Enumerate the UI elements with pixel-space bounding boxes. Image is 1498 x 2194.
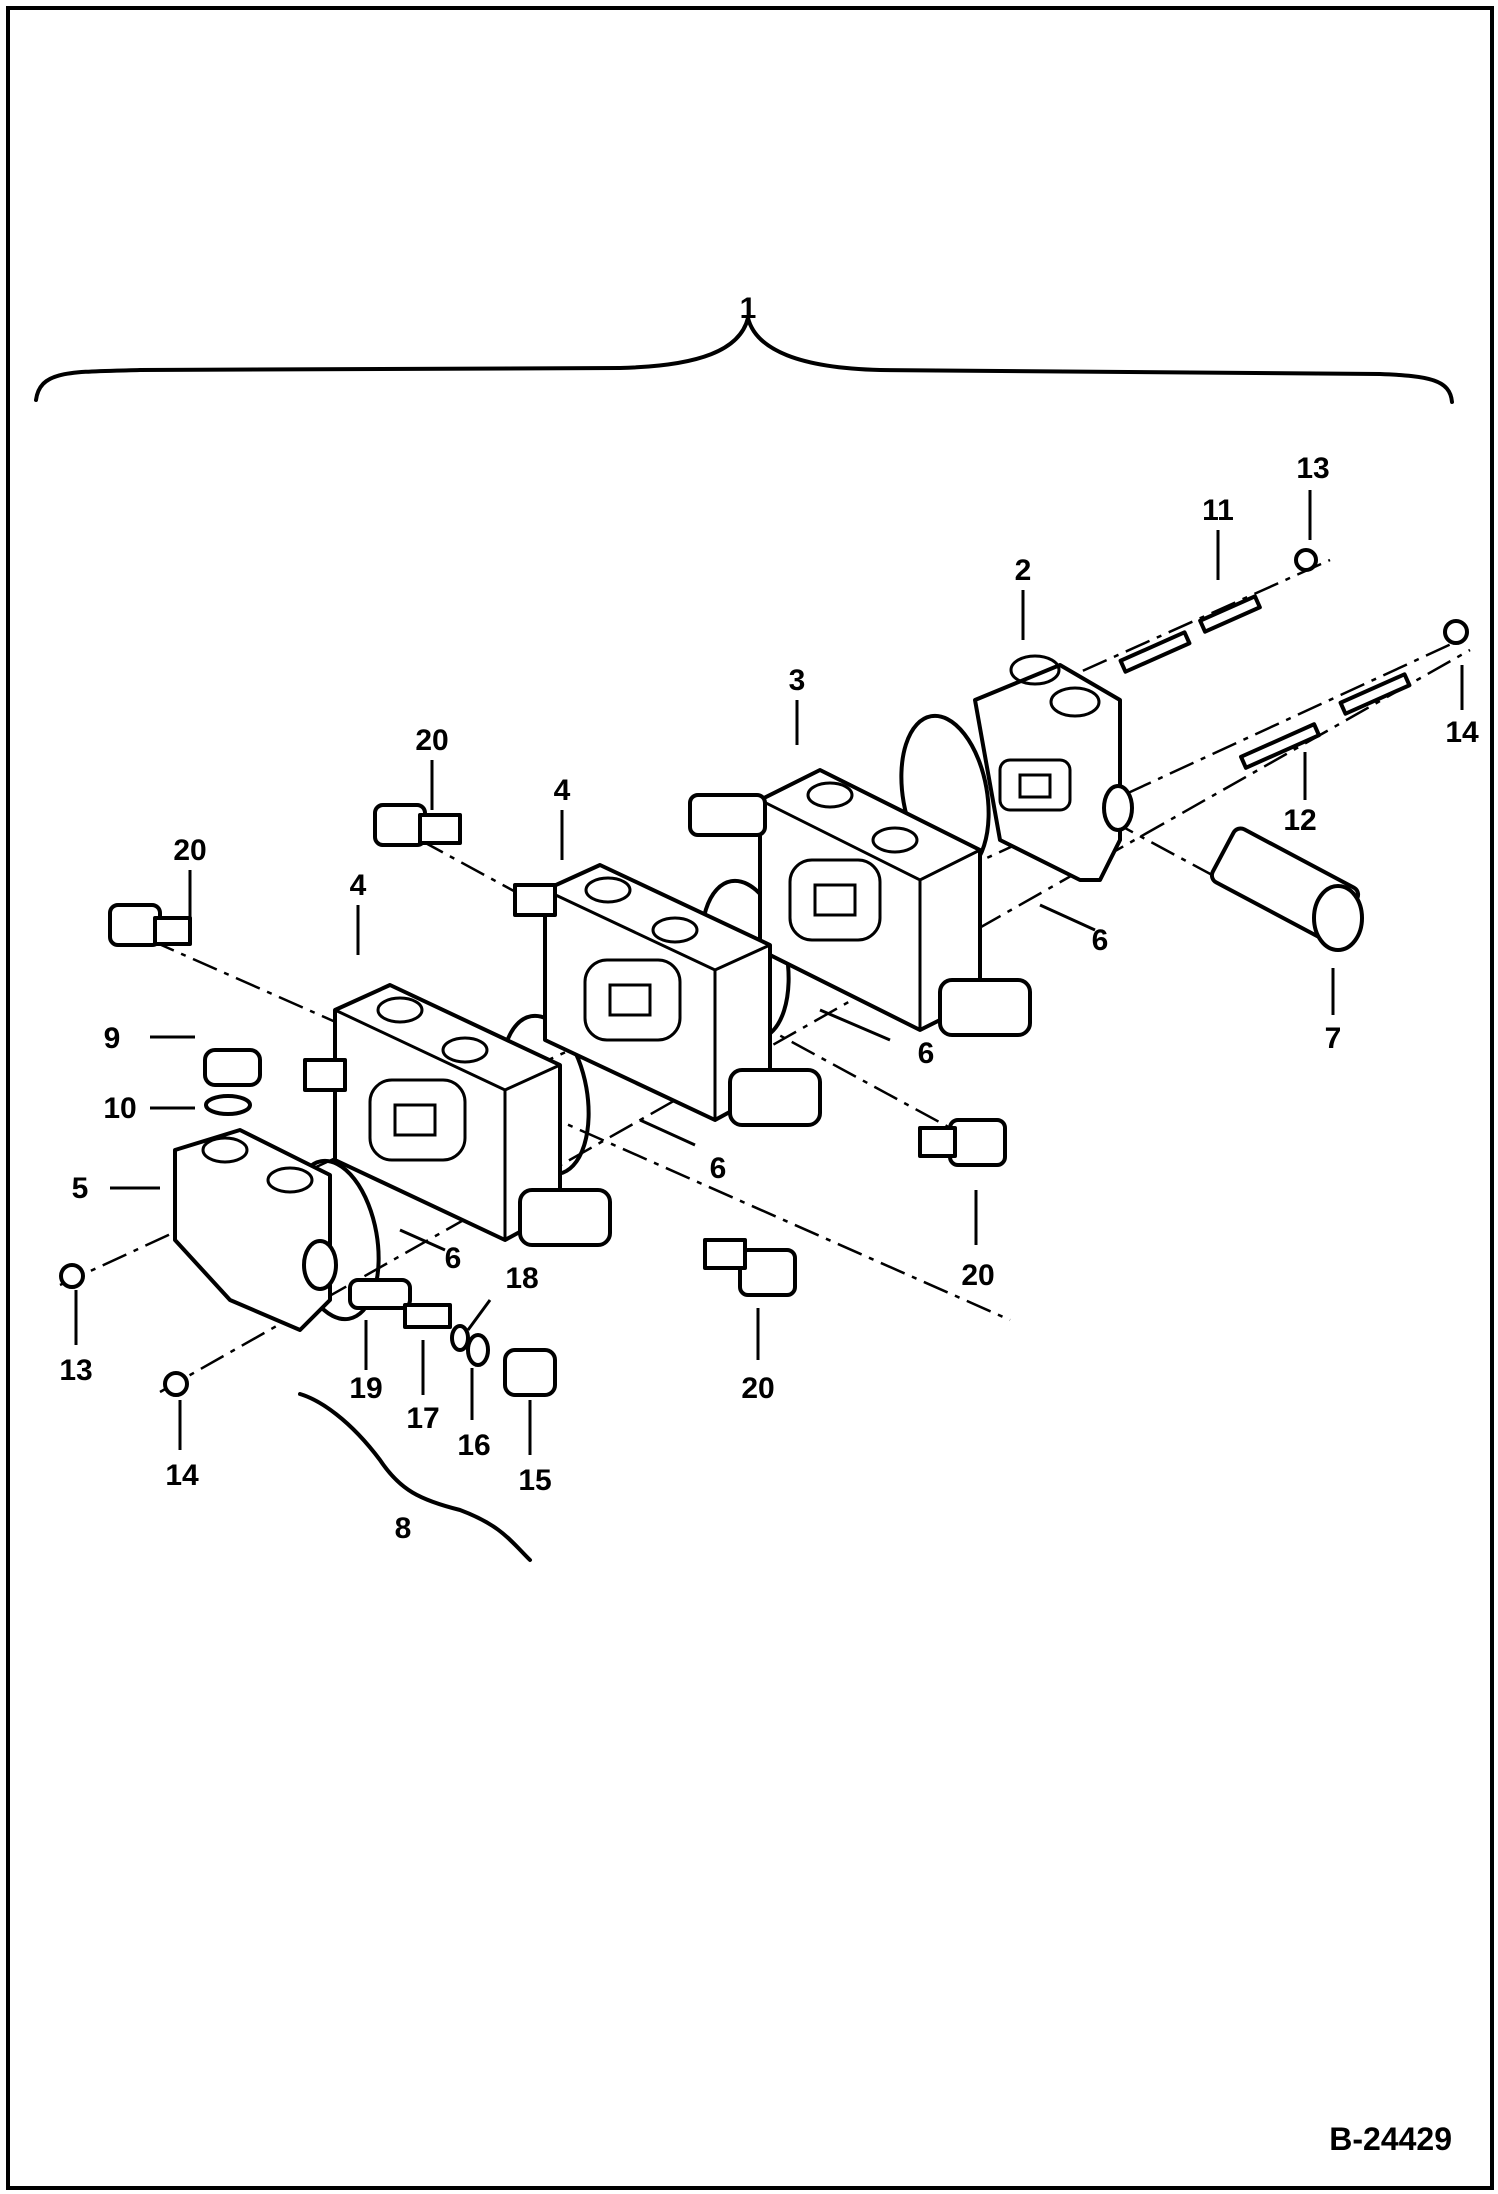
fitting-20-right <box>918 1118 1007 1167</box>
plug-15 <box>503 1348 557 1397</box>
spring-17 <box>403 1303 452 1329</box>
nut-13-left <box>59 1263 85 1289</box>
callout-20a: 20 <box>415 724 448 757</box>
callout-20d: 20 <box>741 1372 774 1405</box>
nut-13-top <box>1294 548 1318 572</box>
callout-15: 15 <box>518 1464 551 1497</box>
spool-section-4-lower <box>303 983 612 1247</box>
reference-code: B-24429 <box>1329 2121 1452 2157</box>
callout-20b: 20 <box>173 834 206 867</box>
washer-16 <box>466 1333 490 1367</box>
fitting-20-bottom <box>703 1238 797 1297</box>
callout-14a: 14 <box>1445 716 1479 749</box>
callout-6c: 6 <box>710 1152 727 1185</box>
callout-5: 5 <box>72 1172 89 1205</box>
callout-17: 17 <box>406 1402 439 1435</box>
callout-18: 18 <box>505 1262 538 1295</box>
spool-section-3 <box>688 768 1032 1037</box>
nut-14-right <box>1443 619 1469 645</box>
callout-14b: 14 <box>165 1459 199 1492</box>
callout-6a: 6 <box>1092 924 1109 957</box>
callout-labels: 1 2 3 4 4 5 6 6 6 6 7 8 9 10 11 12 13 13… <box>59 292 1479 1545</box>
callout-13b: 13 <box>59 1354 92 1387</box>
callout-8: 8 <box>395 1512 412 1545</box>
fitting-20-left <box>108 903 192 947</box>
callout-16: 16 <box>457 1429 490 1462</box>
callout-6d: 6 <box>445 1242 462 1275</box>
subassembly-brace <box>298 1392 532 1562</box>
callout-6b: 6 <box>918 1037 935 1070</box>
relief-valve-7 <box>1209 826 1364 952</box>
callout-12: 12 <box>1283 804 1316 837</box>
inlet-section-5 <box>173 1128 338 1332</box>
tie-rod-12 <box>1239 672 1412 770</box>
poppet-19 <box>348 1278 412 1310</box>
callout-4b: 4 <box>350 869 367 902</box>
callout-13a: 13 <box>1296 452 1329 485</box>
plug-9 <box>203 1048 262 1087</box>
fitting-20-top <box>373 803 462 847</box>
callout-1: 1 <box>740 292 757 325</box>
tie-rod-11 <box>1118 594 1262 674</box>
callout-11: 11 <box>1202 494 1234 527</box>
callout-2: 2 <box>1015 554 1032 587</box>
callout-3: 3 <box>789 664 806 697</box>
oring-18 <box>450 1324 470 1352</box>
outlet-section-2 <box>973 654 1134 882</box>
oring-10 <box>204 1094 252 1116</box>
callout-7: 7 <box>1325 1022 1342 1055</box>
spool-section-4-upper <box>513 863 822 1127</box>
callout-9: 9 <box>104 1022 121 1055</box>
assembly-brace <box>34 316 1454 404</box>
callout-10: 10 <box>103 1092 136 1125</box>
leader-lines <box>74 490 1464 1455</box>
nut-14-left <box>163 1371 189 1397</box>
callout-19: 19 <box>349 1372 382 1405</box>
callout-20c: 20 <box>961 1259 994 1292</box>
callout-4a: 4 <box>554 774 571 807</box>
